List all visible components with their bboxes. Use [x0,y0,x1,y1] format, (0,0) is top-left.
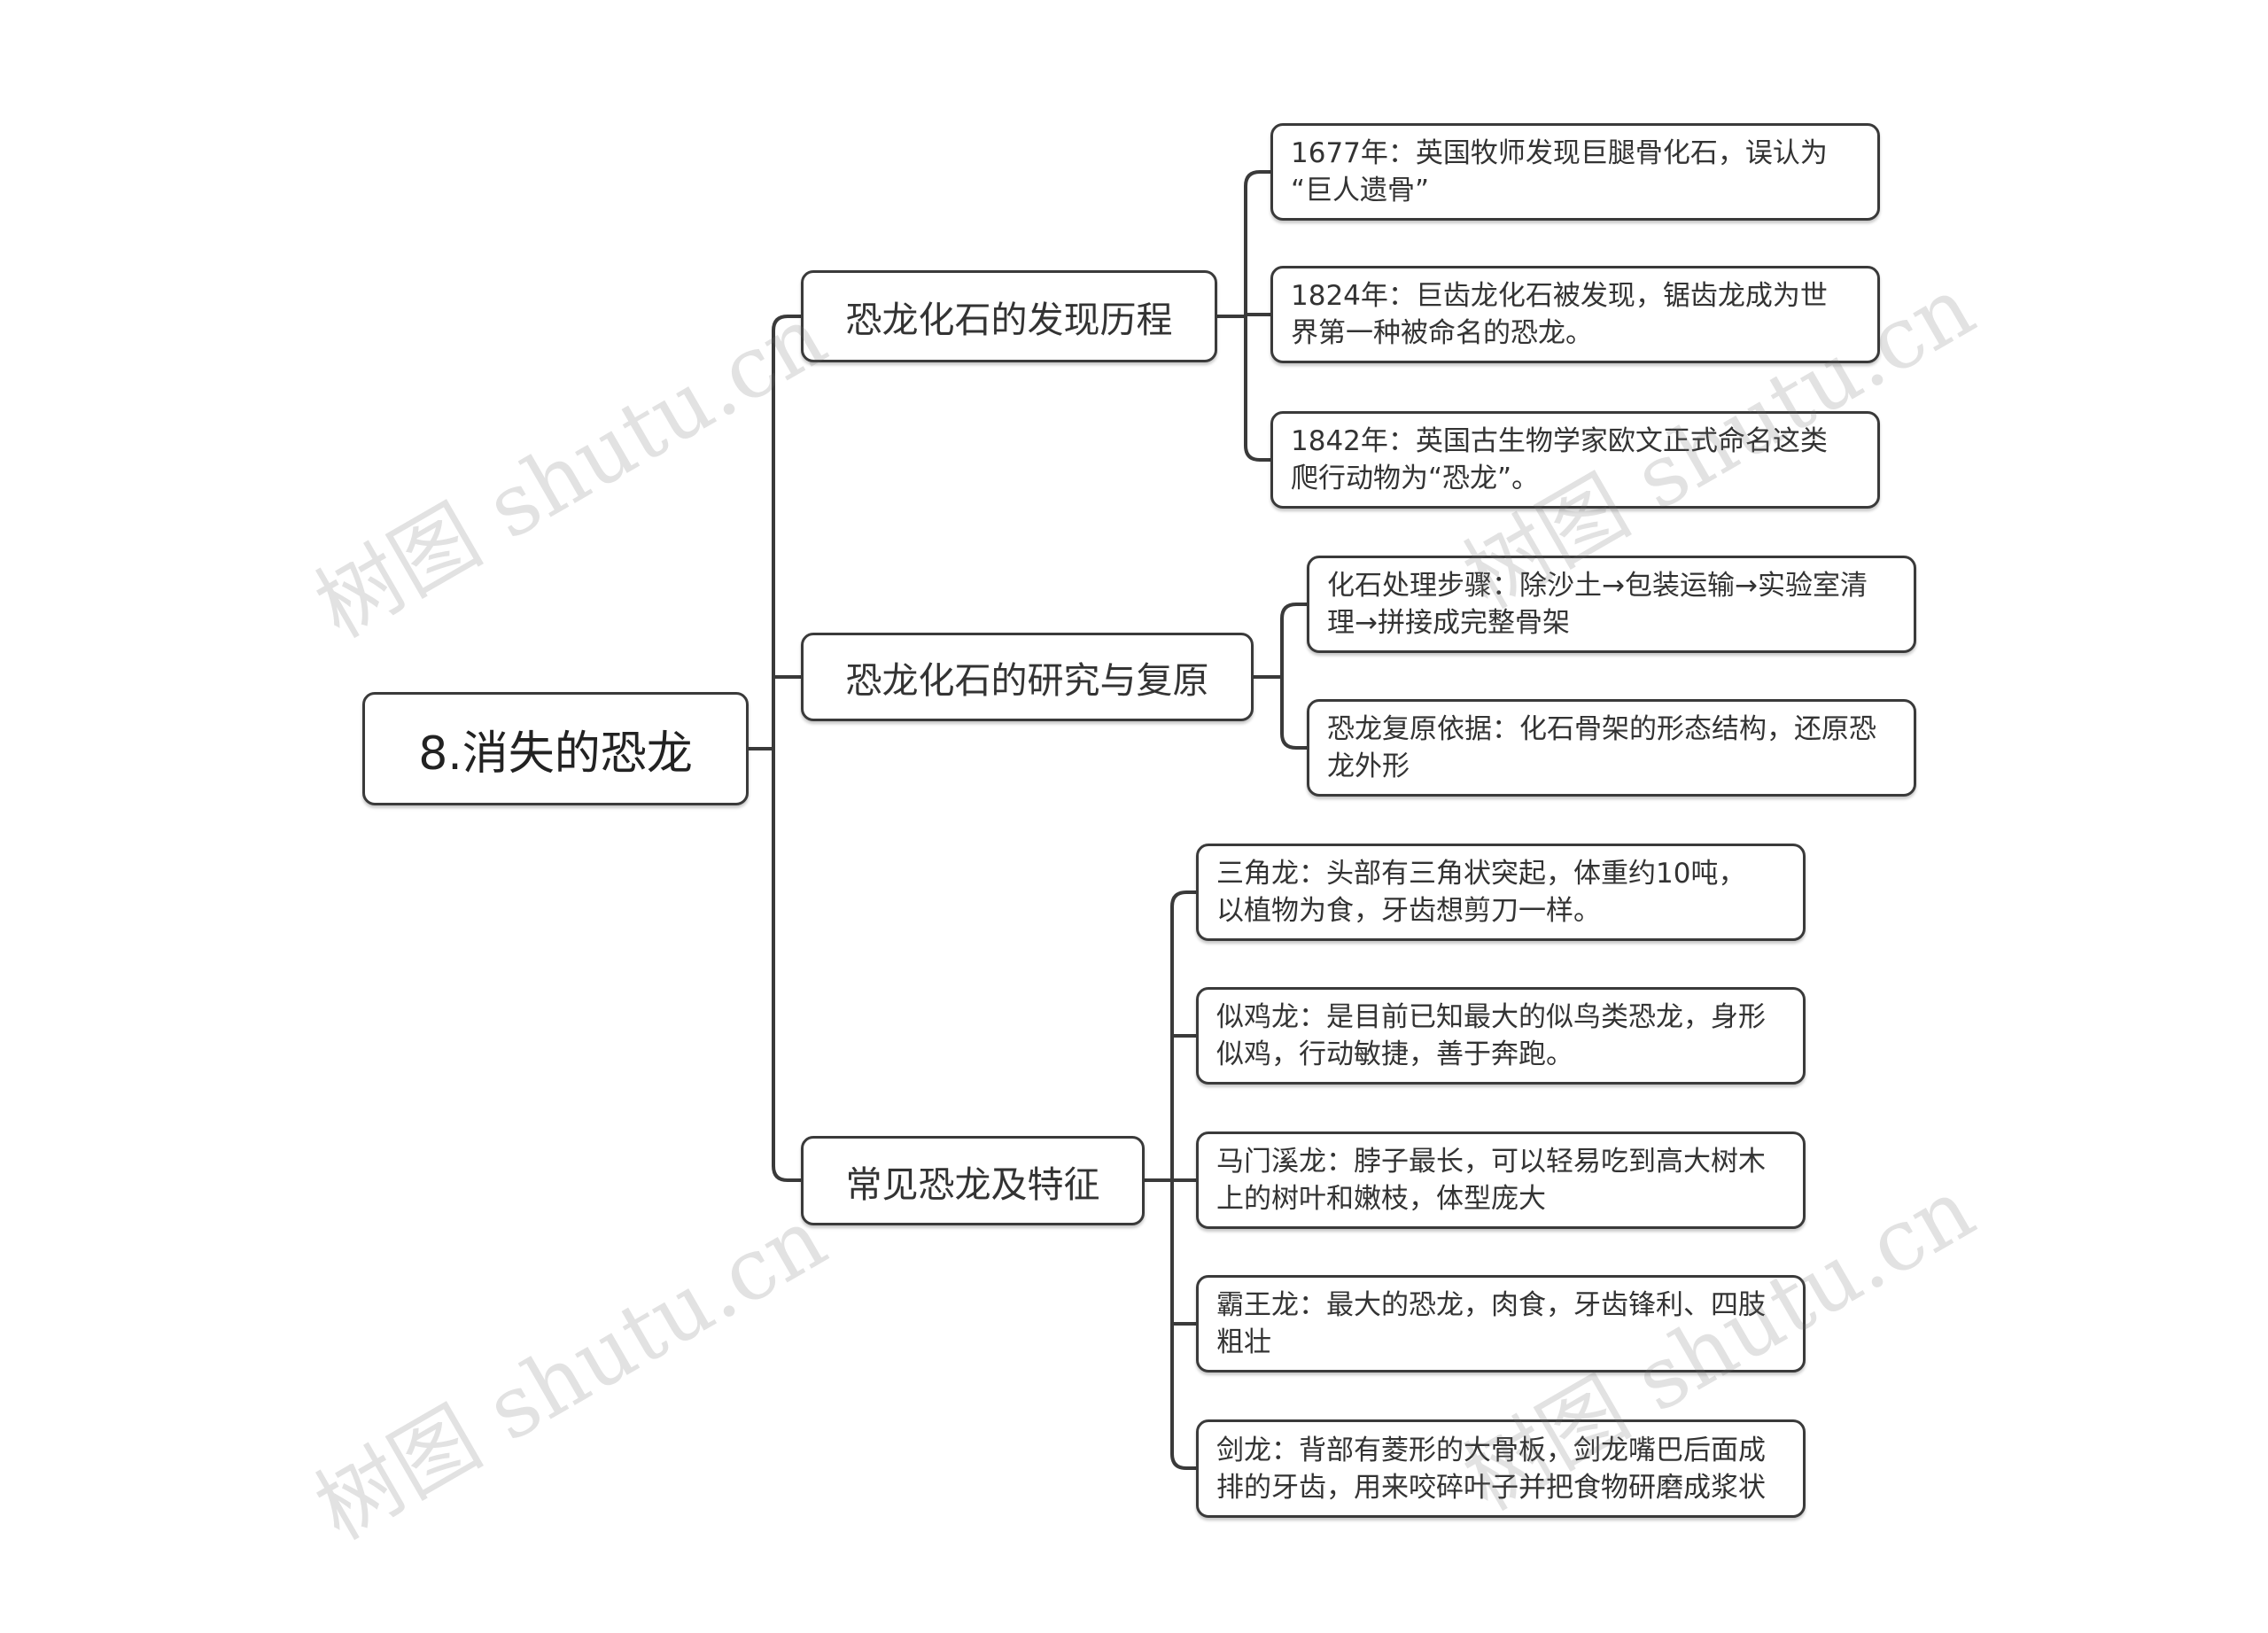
leaf-text-line: 排的牙齿，用来咬碎叶子并把食物研磨成浆状 [1216,1471,1766,1504]
leaf-text-line: 似鸡龙：是目前已知最大的似鸟类恐龙，身形 [1216,1001,1766,1033]
leaf-node-stegosaurus: 剑龙：背部有菱形的大骨板，剑龙嘴巴后面成 排的牙齿，用来咬碎叶子并把食物研磨成浆… [1196,1419,1806,1518]
leaf-text-line: 马门溪龙：脖子最长，可以轻易吃到高大树木 [1216,1146,1766,1178]
leaf-text-line: 恐龙复原依据：化石骨架的形态结构，还原恐 [1327,713,1876,745]
leaf-text-line: 粗壮 [1216,1326,1271,1358]
leaf-text-line: 界第一种被命名的恐龙。 [1291,317,1593,349]
branch-node-common-dinosaurs: 常见恐龙及特征 [801,1136,1145,1225]
leaf-node-tyrannosaurus: 霸王龙：最大的恐龙，肉食，牙齿锋利、四肢 粗壮 [1196,1275,1806,1372]
branch-node-fossil-research: 恐龙化石的研究与复原 [801,633,1254,721]
leaf-text-line: 霸王龙：最大的恐龙，肉食，牙齿锋利、四肢 [1216,1289,1766,1321]
leaf-text-line: 剑龙：背部有菱形的大骨板，剑龙嘴巴后面成 [1216,1434,1766,1466]
leaf-node-triceratops: 三角龙：头部有三角状突起，体重约10吨， 以植物为食，牙齿想剪刀一样。 [1196,844,1806,941]
leaf-node-1842: 1842年：英国古生物学家欧文正式命名这类 爬行动物为“恐龙”。 [1270,411,1880,509]
root-label: 8.消失的恐龙 [418,727,693,781]
leaf-node-restoration-basis: 恐龙复原依据：化石骨架的形态结构，还原恐 龙外形 [1307,699,1916,797]
connector-branch-2-fan [1280,603,1309,750]
leaf-node-mamenchisaurus: 马门溪龙：脖子最长，可以轻易吃到高大树木 上的树叶和嫩枝，体型庞大 [1196,1131,1806,1229]
leaf-text-line: “巨人遗骨” [1291,175,1430,206]
leaf-text-line: 爬行动物为“恐龙”。 [1291,463,1540,494]
leaf-text-line: 以植物为食，牙齿想剪刀一样。 [1216,895,1601,927]
leaf-text-line: 似鸡，行动敏捷，善于奔跑。 [1216,1038,1573,1070]
leaf-text-line: 理→拼接成完整骨架 [1327,607,1570,639]
leaf-node-1677: 1677年：英国牧师发现巨腿骨化石，误认为 “巨人遗骨” [1270,123,1880,221]
leaf-text-line: 1824年：巨齿龙化石被发现，锯齿龙成为世 [1291,280,1828,312]
branch-label: 恐龙化石的研究与复原 [845,659,1209,702]
leaf-node-1824: 1824年：巨齿龙化石被发现，锯齿龙成为世 界第一种被命名的恐龙。 [1270,266,1880,363]
branch-label: 恐龙化石的发现历程 [845,299,1173,341]
leaf-node-gallimimus: 似鸡龙：是目前已知最大的似鸟类恐龙，身形 似鸡，行动敏捷，善于奔跑。 [1196,987,1806,1085]
leaf-text-line: 化石处理步骤：除沙土→包装运输→实验室清 [1327,570,1868,602]
leaf-node-processing-steps: 化石处理步骤：除沙土→包装运输→实验室清 理→拼接成完整骨架 [1307,556,1916,653]
root-node: 8.消失的恐龙 [362,692,749,805]
leaf-text-line: 1842年：英国古生物学家欧文正式命名这类 [1291,425,1828,457]
connector-trunk [772,315,803,1182]
leaf-text-line: 上的树叶和嫩枝，体型庞大 [1216,1183,1546,1215]
branch-node-fossil-discovery: 恐龙化石的发现历程 [801,270,1217,362]
leaf-text-line: 1677年：英国牧师发现巨腿骨化石，误认为 [1291,137,1828,169]
branch-label: 常见恐龙及特征 [845,1163,1100,1206]
leaf-text-line: 三角龙：头部有三角状突起，体重约10吨， [1216,858,1746,890]
leaf-text-line: 龙外形 [1327,750,1410,782]
